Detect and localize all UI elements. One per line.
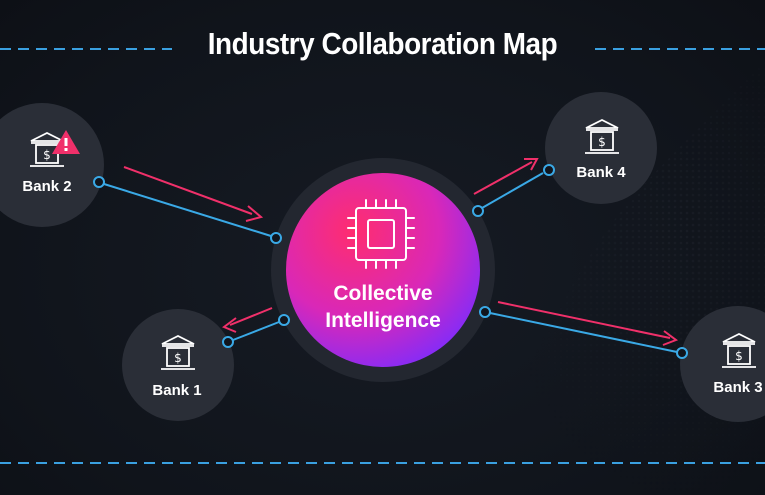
connector-bank-1 [222, 307, 290, 348]
hub-label: Collective Intelligence [283, 280, 483, 334]
bank-icon: $ [722, 332, 756, 368]
svg-text:$: $ [598, 135, 606, 149]
bank-4-node[interactable] [545, 92, 657, 204]
bank-icon: $ [161, 334, 195, 370]
svg-text:$: $ [735, 349, 743, 363]
connector-bank-3 [479, 301, 688, 359]
bank-2-label: Bank 2 [22, 178, 72, 195]
bank-icon: $ [585, 118, 619, 154]
cpu-chip-icon [347, 199, 415, 269]
hub-label-line-1: Collective [333, 282, 433, 305]
hub-node[interactable] [286, 173, 480, 367]
hub-label-line-2: Intelligence [325, 309, 441, 332]
bank-icon: $ [30, 131, 64, 167]
connector-bank-2 [93, 166, 282, 244]
svg-text:$: $ [43, 148, 51, 162]
bank-3-label: Bank 3 [713, 379, 763, 396]
svg-text:$: $ [174, 351, 182, 365]
bank-4-label: Bank 4 [576, 164, 626, 181]
page-title: Industry Collaboration Map [207, 26, 558, 61]
warning-triangle-icon [52, 130, 80, 154]
connector-bank-4 [472, 158, 555, 217]
bank-1-label: Bank 1 [152, 382, 202, 399]
bank-3-node[interactable] [680, 306, 765, 422]
bank-2-node[interactable] [0, 103, 104, 227]
bank-1-node[interactable] [122, 309, 234, 421]
